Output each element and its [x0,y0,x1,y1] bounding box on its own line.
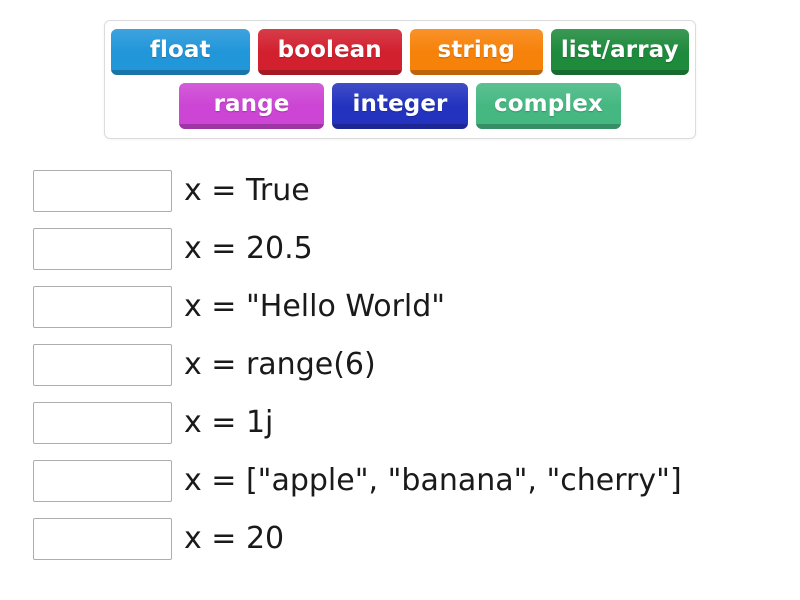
answer-label: x = range(6) [184,347,376,382]
answer-label: x = True [184,173,310,208]
answer-row: x = ["apple", "banana", "cherry"] [33,460,778,502]
tile-label: range [213,90,290,117]
answer-row: x = 20 [33,518,778,560]
answer-label: x = 1j [184,405,274,440]
tile-label: complex [494,90,603,117]
tile-label: string [437,36,515,63]
tile-complex[interactable]: complex [476,83,621,129]
answer-list: x = True x = 20.5 x = "Hello World" x = ran… [33,170,778,576]
answer-row: x = range(6) [33,344,778,386]
answer-row: x = "Hello World" [33,286,778,328]
drop-zone-4[interactable] [33,344,172,386]
tile-string[interactable]: string [409,29,543,75]
tile-float[interactable]: float [111,29,250,75]
drop-zone-5[interactable] [33,402,172,444]
tile-label: boolean [277,36,382,63]
tile-row: range integer complex [111,83,689,129]
drop-zone-1[interactable] [33,170,172,212]
answer-row: x = 20.5 [33,228,778,270]
answer-row: x = 1j [33,402,778,444]
answer-row: x = True [33,170,778,212]
drop-zone-7[interactable] [33,518,172,560]
answer-label: x = "Hello World" [184,289,446,324]
answer-label: x = 20 [184,521,285,556]
answer-label: x = ["apple", "banana", "cherry"] [184,463,682,498]
tile-list-array[interactable]: list/array [550,29,689,75]
tile-label: float [149,36,211,63]
tile-boolean[interactable]: boolean [257,29,402,75]
tile-row: float boolean string list/array [111,29,689,75]
tile-label: integer [352,90,448,117]
drop-zone-3[interactable] [33,286,172,328]
tile-integer[interactable]: integer [332,83,468,129]
drop-zone-6[interactable] [33,460,172,502]
tile-label: list/array [560,36,679,63]
tile-bank: float boolean string list/array range integer… [104,20,696,139]
answer-label: x = 20.5 [184,231,313,266]
tile-range[interactable]: range [179,83,324,129]
drop-zone-2[interactable] [33,228,172,270]
